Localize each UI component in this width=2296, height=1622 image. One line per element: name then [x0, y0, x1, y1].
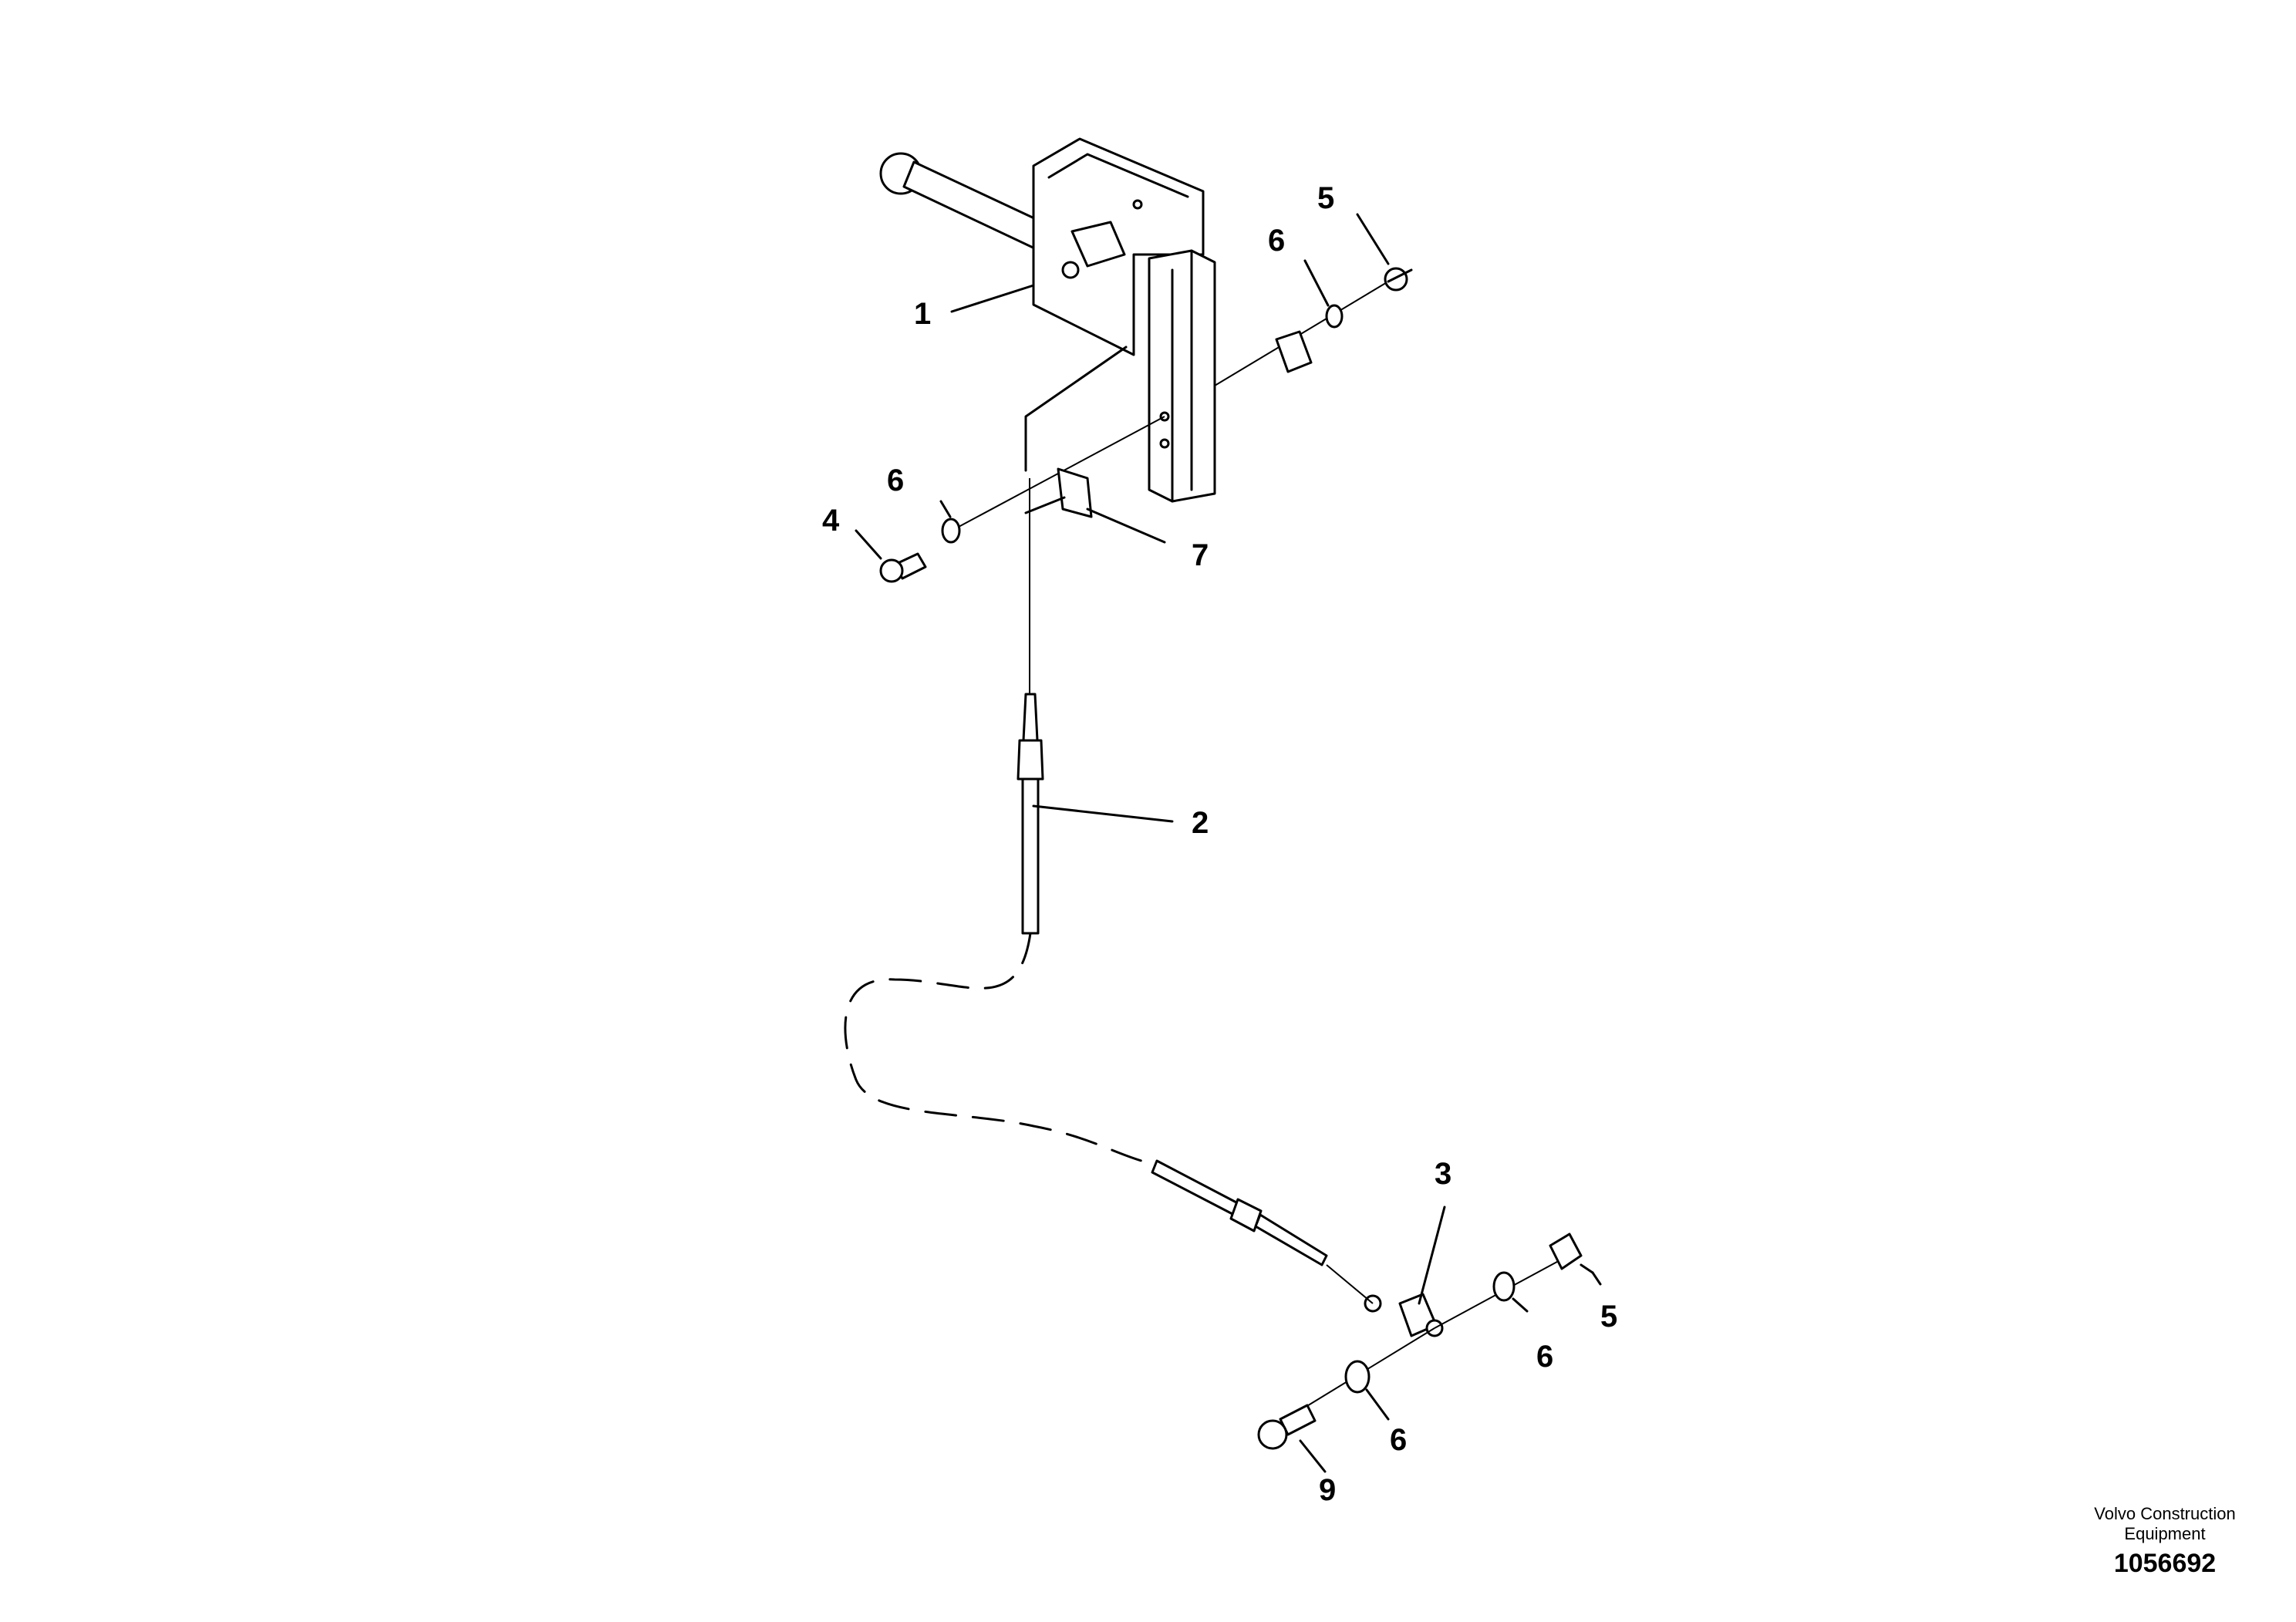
cable-clip-set — [879, 416, 1165, 583]
control-cable — [844, 478, 1382, 1313]
drawing-credit: Volvo Construction Equipment 1056692 — [2088, 1504, 2242, 1579]
callout-7: 7 — [1192, 538, 1209, 572]
callout-6-upper: 6 — [1268, 224, 1285, 258]
callout-1: 1 — [914, 297, 931, 331]
callout-4: 4 — [822, 504, 840, 538]
leader-lines — [855, 213, 1602, 1473]
callout-9: 9 — [1319, 1473, 1336, 1507]
organization-name: Volvo Construction Equipment — [2094, 1504, 2236, 1543]
callout-5-upper: 5 — [1317, 181, 1334, 215]
clevis-and-lower-fasteners — [1257, 1233, 1583, 1450]
callout-6-lower-right: 6 — [1536, 1340, 1553, 1374]
control-lever-assembly — [879, 137, 1216, 503]
drawing-number: 1056692 — [2113, 1549, 2217, 1578]
callout-3: 3 — [1435, 1157, 1451, 1191]
upper-fastener-set — [1214, 267, 1413, 386]
callout-labels: 1 2 3 4 5 5 6 6 6 6 7 9 — [822, 181, 1617, 1507]
callout-6-lower-left: 6 — [1390, 1423, 1407, 1457]
callout-5-lower: 5 — [1600, 1300, 1617, 1334]
callout-6-clip: 6 — [887, 464, 904, 497]
callout-2: 2 — [1192, 806, 1209, 840]
